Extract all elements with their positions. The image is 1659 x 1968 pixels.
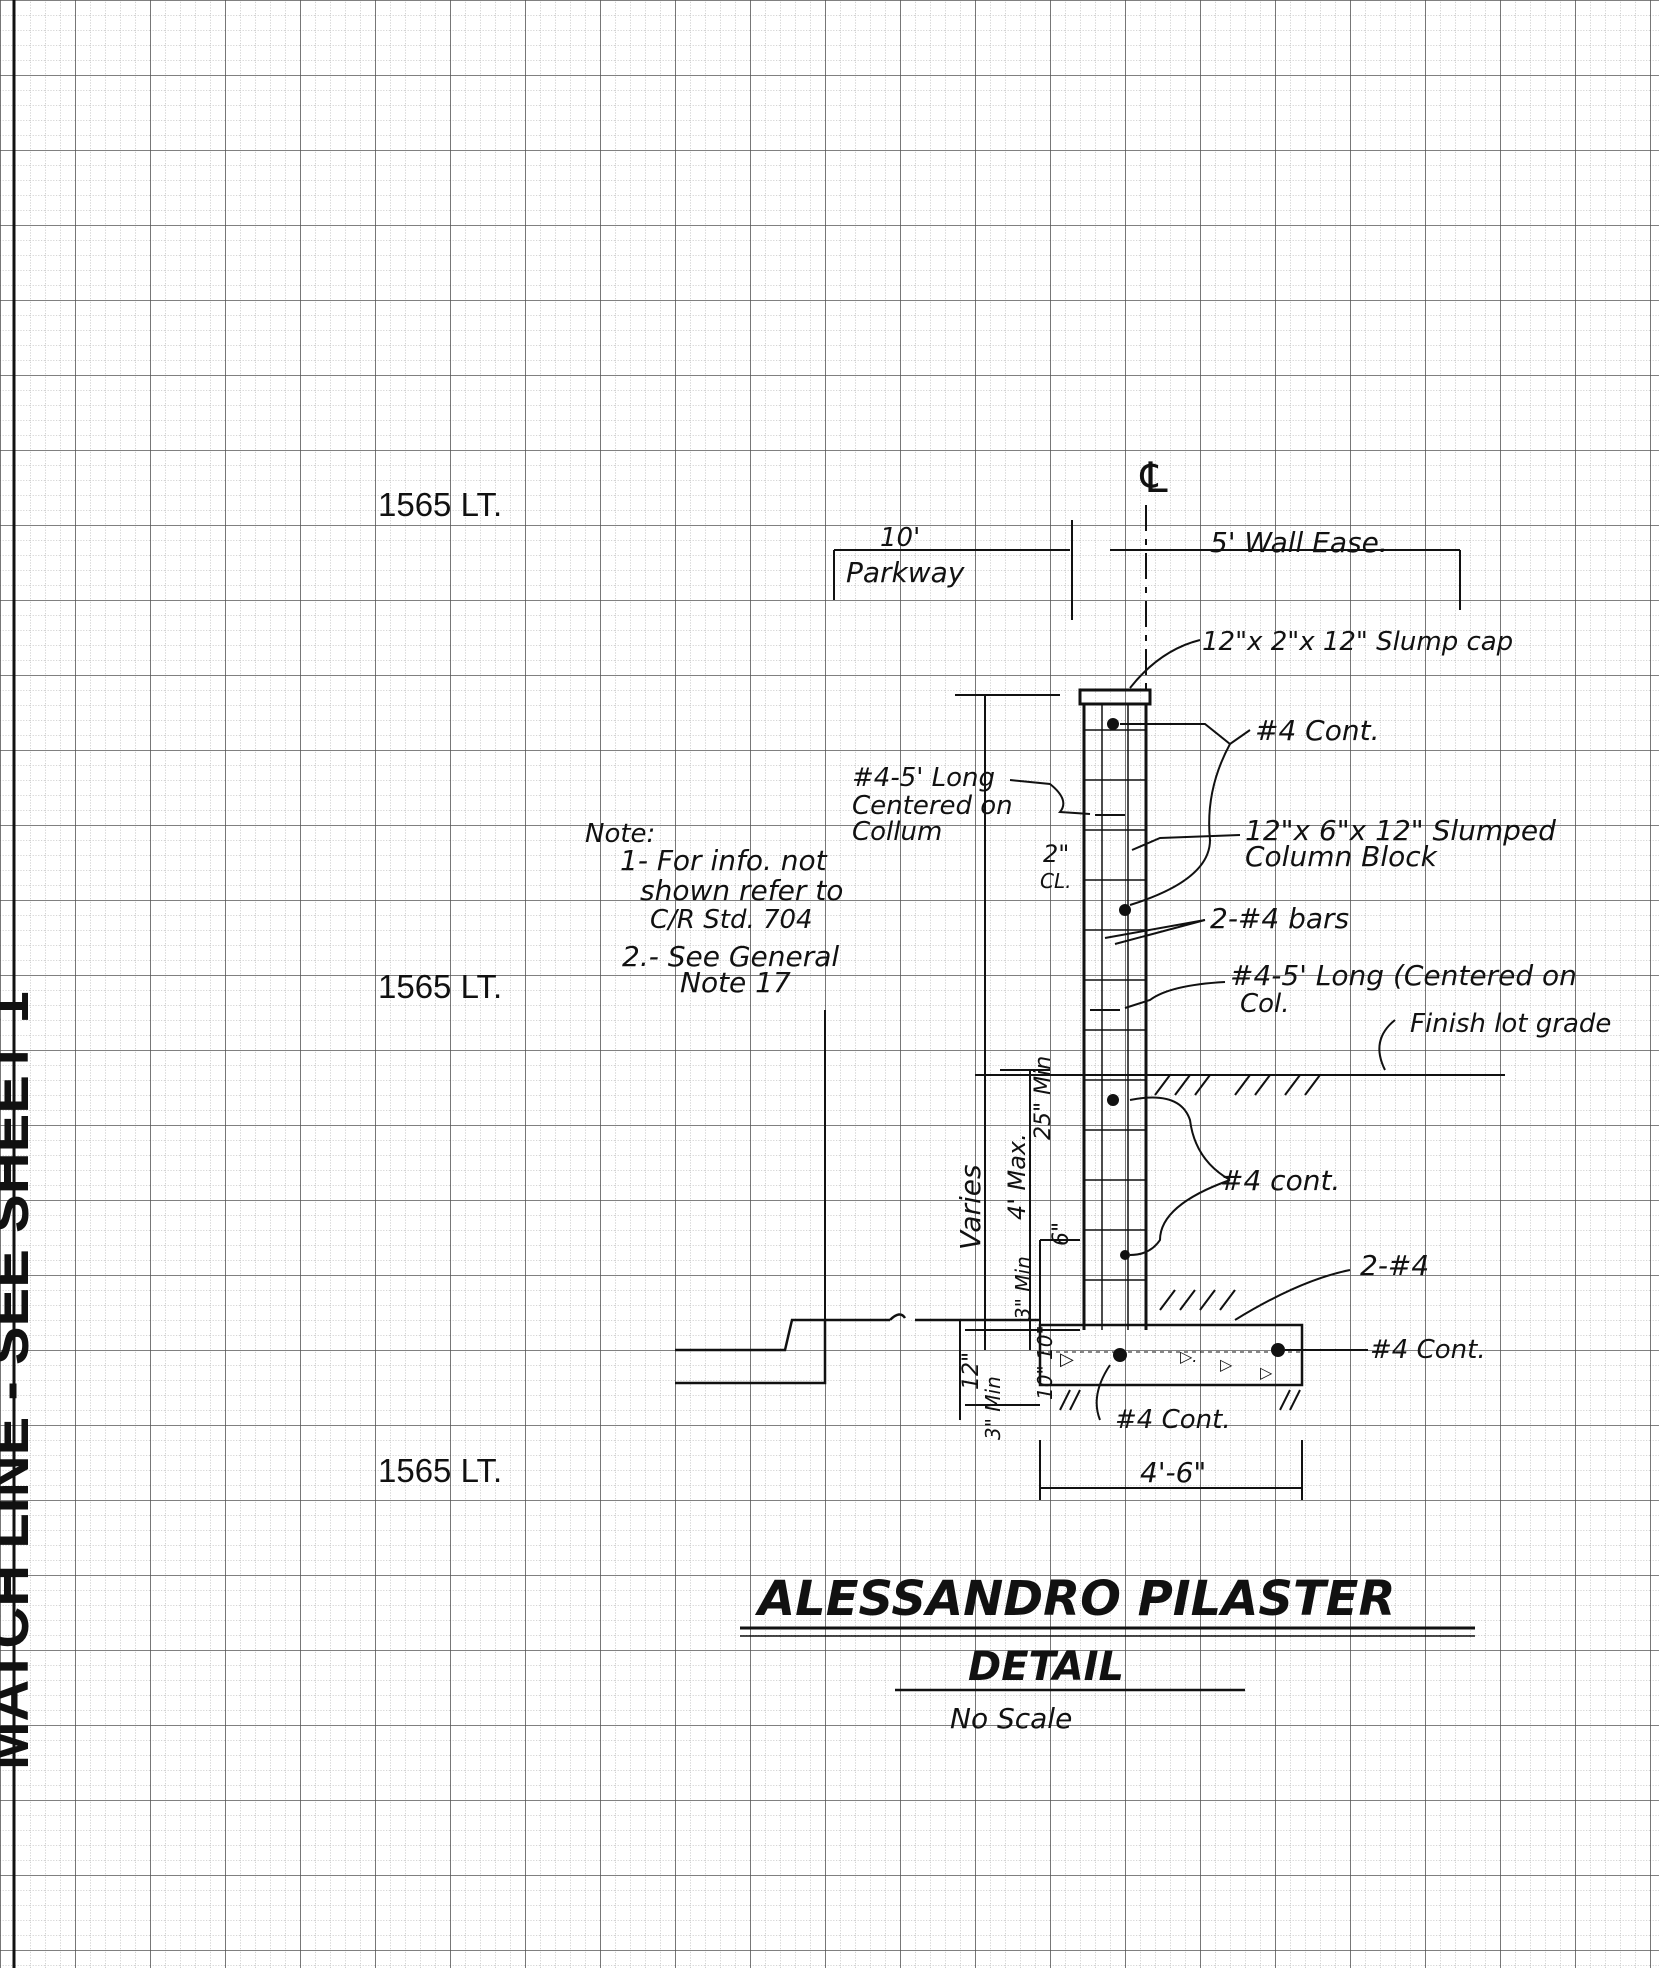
two-four-callout: 2-#4	[1360, 1249, 1429, 1282]
finish-grade-callout: Finish lot grade	[1410, 1009, 1611, 1039]
top-cont-leader	[1120, 723, 1251, 746]
match-line: MATCH LINE - SEE SHEET 1	[0, 0, 41, 1968]
grade-hatching	[1154, 1074, 1321, 1096]
bar-long-top-3: Collum	[852, 817, 942, 847]
wall-ease: 5' Wall Ease.	[1210, 526, 1388, 559]
note-line-4: 2.- See General	[622, 940, 839, 973]
block-callout-1: 12"x 6"x 12" Slumped	[1245, 814, 1556, 847]
note-line-2: shown refer to	[640, 874, 843, 907]
centerline-symbol: ℄	[1135, 453, 1173, 502]
block-leader	[1131, 834, 1241, 851]
top-cont-callout: #4 Cont.	[1255, 714, 1379, 747]
dim-clear-label: CL.	[1040, 869, 1071, 893]
parkway-label: Parkway	[846, 556, 965, 589]
station-label-middle: 1565 LT.	[378, 968, 502, 1005]
footing: ▷ ▷. ▷ ▷	[1038, 1323, 1304, 1387]
dim-clear: 2"	[1043, 840, 1069, 868]
two-bars-leader	[1104, 919, 1206, 945]
detail-scale: No Scale	[950, 1702, 1072, 1735]
station-label-top: 1565 LT.	[378, 486, 502, 523]
footing-hatching	[1059, 1289, 1301, 1411]
block-callout-2: Column Block	[1245, 840, 1439, 873]
cap-leader	[1129, 639, 1201, 689]
note-line-3: C/R Std. 704	[650, 905, 813, 935]
bar-long-mid-leader	[1124, 981, 1226, 1009]
mid-cont-leader	[1129, 1096, 1231, 1256]
dim-min25: 25" Min	[1031, 1056, 1056, 1140]
detail-subtitle: DETAIL	[968, 1644, 1124, 1690]
footing-cont-bottom-leader	[1095, 1364, 1111, 1421]
note-line-5: Note 17	[680, 966, 791, 999]
dim-twelve: 12"	[959, 1352, 984, 1390]
bar-long-mid-1: #4-5' Long (Centered on	[1230, 959, 1577, 992]
two-four-leader	[1234, 1269, 1351, 1321]
dim-ten-b: 10"	[1033, 1365, 1057, 1400]
bar-long-mid-2: Col.	[1240, 989, 1290, 1019]
top-dimensions	[833, 520, 1461, 620]
svg-text:▷: ▷	[1220, 1355, 1233, 1374]
footing-width-dim	[1039, 1440, 1303, 1500]
bar-long-top-leader	[1009, 779, 1091, 815]
footing-cont-bottom: #4 Cont.	[1115, 1405, 1231, 1435]
footing-cont-right: #4 Cont.	[1370, 1335, 1486, 1365]
svg-text:▷: ▷	[1060, 1349, 1074, 1370]
dim-three-min-b: 3" Min	[981, 1376, 1005, 1440]
note-block: Note: 1- For info. not shown refer to C/…	[585, 819, 843, 1330]
match-line-text: MATCH LINE - SEE SHEET 1	[0, 991, 41, 1770]
svg-text:▷.: ▷.	[1180, 1347, 1197, 1366]
cap-callout: 12"x 2"x 12" Slump cap	[1202, 627, 1513, 657]
dim-three-min: 3" Min	[1011, 1256, 1035, 1320]
pilaster-column	[1078, 688, 1152, 1330]
dim-varies: Varies	[954, 1164, 987, 1250]
footing-width: 4'-6"	[1140, 1456, 1206, 1489]
svg-text:▷: ▷	[1260, 1363, 1273, 1382]
bar-long-top-1: #4-5' Long	[852, 763, 995, 793]
height-dimensions	[955, 694, 1080, 1420]
two-bars-callout: 2-#4 bars	[1210, 902, 1349, 935]
station-label-bottom: 1565 LT.	[378, 1452, 502, 1489]
note-line-1: 1- For info. not	[620, 844, 828, 877]
detail-title: ALESSANDRO PILASTER	[754, 1571, 1395, 1627]
note-heading: Note:	[585, 819, 655, 849]
dim-six: 6"	[1049, 1222, 1074, 1246]
cont-curve-leader	[1129, 743, 1231, 906]
parkway-width: 10'	[880, 523, 920, 553]
dim-ten-a: 10"	[1033, 1325, 1057, 1360]
mid-cont-callout: #4 cont.	[1220, 1164, 1340, 1197]
dim-max: 4' Max.	[1003, 1133, 1031, 1220]
finish-grade-bracket	[1378, 1019, 1396, 1071]
curb-profile	[675, 1313, 1040, 1385]
